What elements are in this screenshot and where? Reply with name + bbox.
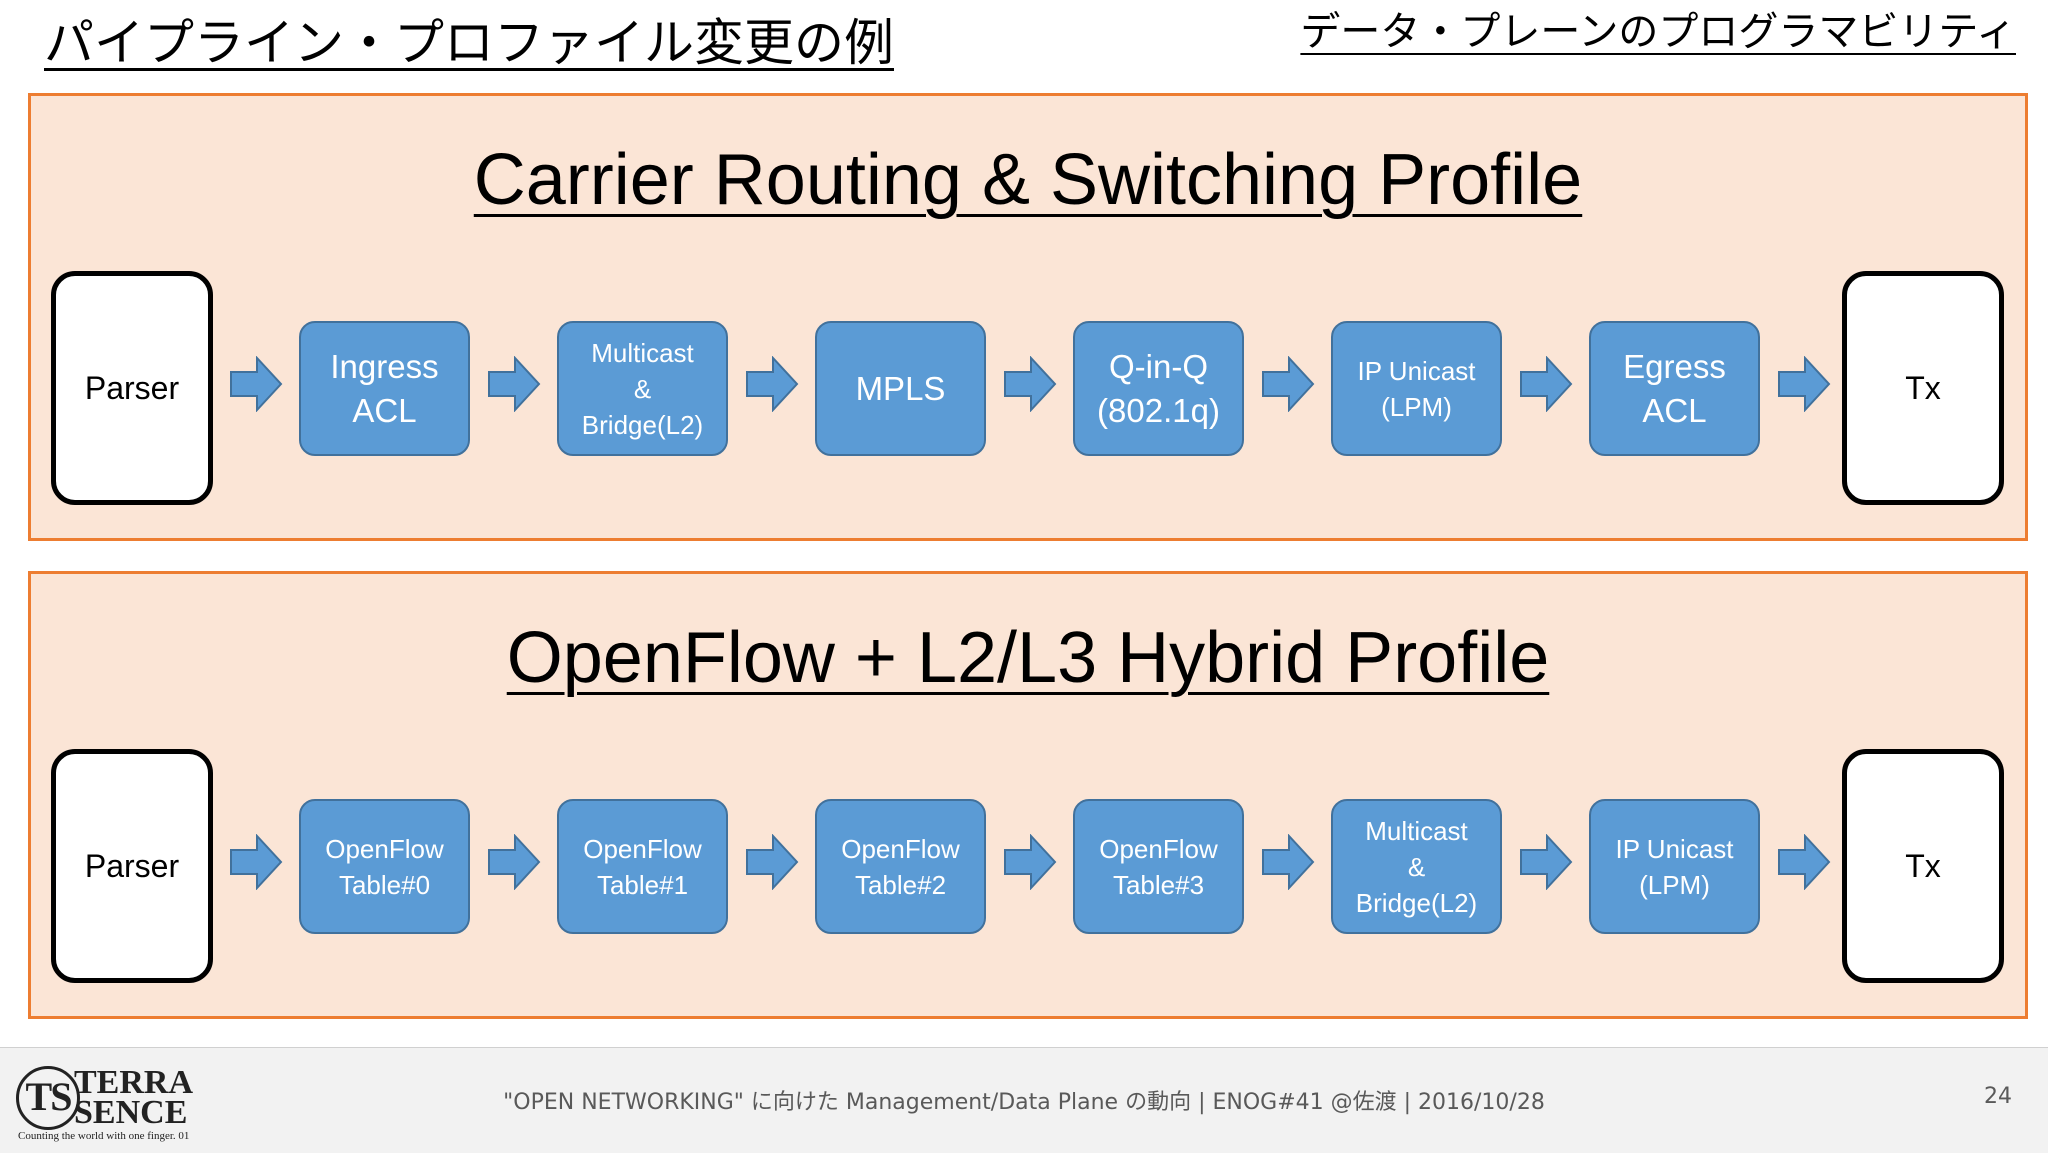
flow-arrow	[746, 834, 799, 890]
pipeline-stage: OpenFlow Table#0	[299, 799, 470, 934]
pipeline-stage: Egress ACL	[1589, 321, 1760, 456]
pipeline-stage: OpenFlow Table#2	[815, 799, 986, 934]
profile-title: OpenFlow + L2/L3 Hybrid Profile	[506, 618, 1550, 698]
footer-text: "OPEN NETWORKING" に向けた Management/Data P…	[503, 1090, 1545, 1115]
pipeline-stage: Ingress ACL	[299, 321, 470, 456]
flow-arrow	[746, 356, 799, 412]
logo-word-bottom: SENCE	[74, 1094, 188, 1131]
pipeline-stage: OpenFlow Table#1	[557, 799, 728, 934]
terrasence-logo: TS TERRA SENCE Counting the world with o…	[16, 1064, 194, 1146]
pipeline-stage: Multicast & Bridge(L2)	[557, 321, 728, 456]
pipeline-stage: IP Unicast (LPM)	[1331, 321, 1502, 456]
logo-ts-mark: TS	[16, 1066, 80, 1130]
pipeline-stage: Multicast & Bridge(L2)	[1331, 799, 1502, 934]
flow-arrow	[488, 356, 541, 412]
profile-panel-carrier: Carrier Routing & Switching Profile Pars…	[28, 93, 2028, 541]
parser-box: Parser	[51, 271, 213, 505]
page-number: 24	[1984, 1084, 2012, 1109]
profile-title: Carrier Routing & Switching Profile	[473, 140, 1583, 220]
flow-arrow	[230, 834, 283, 890]
logo-word-top: TERRA	[74, 1064, 194, 1101]
logo-tagline: Counting the world with one finger. 01	[18, 1130, 190, 1142]
flow-arrow	[1778, 356, 1831, 412]
tx-box: Tx	[1842, 271, 2004, 505]
profile-panel-openflow: OpenFlow + L2/L3 Hybrid Profile Parser T…	[28, 571, 2028, 1019]
flow-arrow	[1520, 356, 1573, 412]
slide-title: パイプライン・プロファイル変更の例	[44, 14, 894, 72]
flow-arrow	[1004, 834, 1057, 890]
section-title: データ・プレーンのプログラマビリティ	[1300, 9, 2016, 55]
flow-arrow	[1004, 356, 1057, 412]
flow-arrow	[1520, 834, 1573, 890]
flow-arrow	[1262, 356, 1315, 412]
pipeline-stage: IP Unicast (LPM)	[1589, 799, 1760, 934]
flow-arrow	[230, 356, 283, 412]
parser-box: Parser	[51, 749, 213, 983]
flow-arrow	[1778, 834, 1831, 890]
flow-arrow	[488, 834, 541, 890]
pipeline-stage: Q-in-Q (802.1q)	[1073, 321, 1244, 456]
footer: TS TERRA SENCE Counting the world with o…	[0, 1047, 2048, 1153]
flow-arrow	[1262, 834, 1315, 890]
pipeline-stage: MPLS	[815, 321, 986, 456]
pipeline-stage: OpenFlow Table#3	[1073, 799, 1244, 934]
tx-box: Tx	[1842, 749, 2004, 983]
